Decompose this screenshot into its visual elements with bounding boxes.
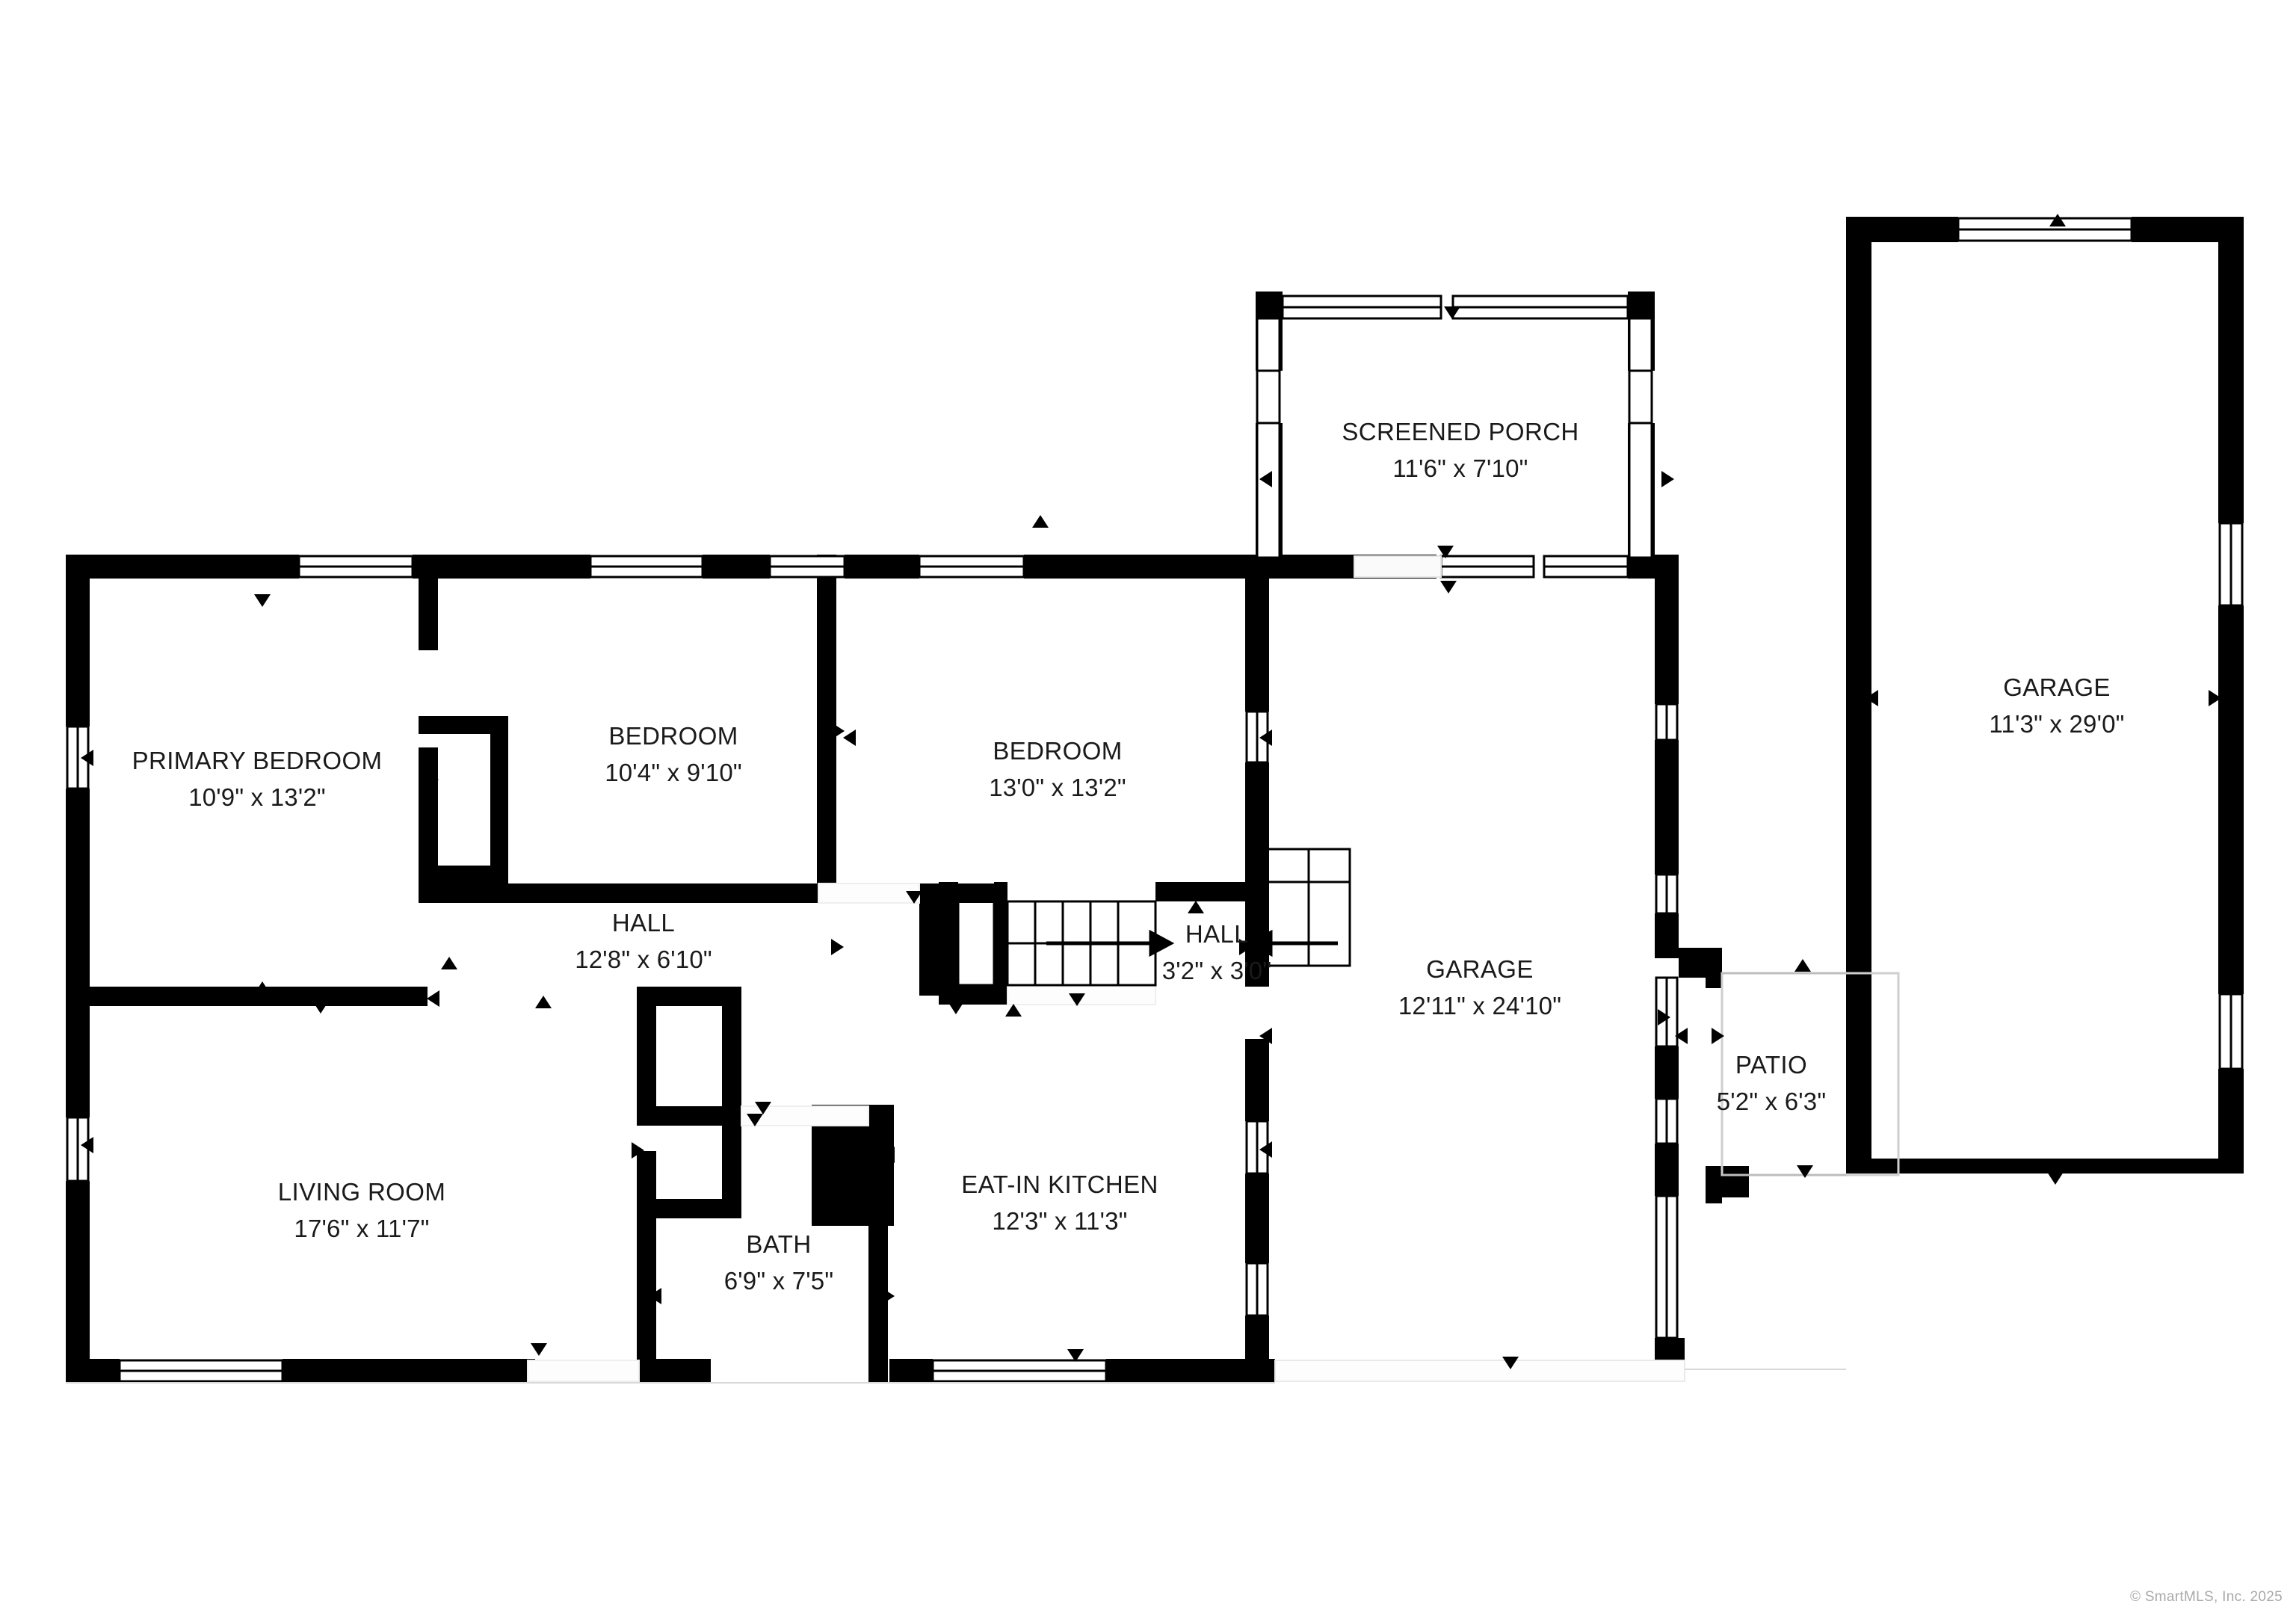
garage-entry-door: [1266, 848, 1351, 967]
thin-outlines: [66, 1369, 1846, 1384]
garage-door-arrow: [1247, 929, 1338, 957]
stair-direction-arrow: [1046, 929, 1175, 957]
door-swing-markers: [81, 214, 2221, 1369]
copyright-notice: © SmartMLS, Inc. 2025: [2129, 1589, 2283, 1605]
patio-connector: [1722, 972, 1846, 1176]
